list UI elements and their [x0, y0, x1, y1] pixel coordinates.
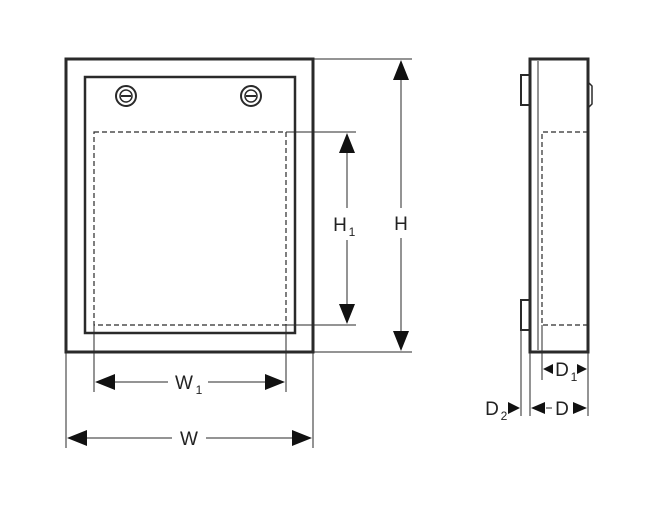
- arrow-up-icon: [339, 133, 355, 153]
- hinge-bottom-icon: [520, 299, 531, 331]
- inner-width-label: W: [175, 373, 193, 394]
- front-door-panel: [83, 75, 297, 335]
- side-inner-opening: [541, 131, 588, 326]
- inner-height-label: H: [333, 215, 347, 236]
- front-outer-frame: [64, 57, 315, 354]
- inner-width-subscript: 1: [196, 383, 203, 397]
- arrow-left-icon: [531, 402, 545, 414]
- height-label: H: [394, 214, 408, 235]
- arrow-down-icon: [393, 331, 409, 351]
- depth-label: D: [555, 399, 569, 420]
- front-inner-opening: [93, 131, 287, 326]
- dimension-width: W: [65, 352, 314, 450]
- door-depth-subscript: 2: [501, 409, 508, 423]
- arrow-right-icon: [265, 374, 285, 390]
- hinge-top-icon: [520, 74, 531, 106]
- arrow-left-icon: [67, 430, 87, 446]
- inner-height-subscript: 1: [349, 225, 356, 239]
- inner-depth-label: D: [555, 360, 569, 381]
- arrow-down-icon: [339, 304, 355, 324]
- door-depth-label: D: [485, 399, 499, 420]
- dimension-inner-width: W 1: [93, 325, 287, 397]
- back-bracket-icon: [587, 81, 593, 109]
- dimension-inner-height: H 1: [286, 131, 356, 326]
- lock-screw-left-icon: [115, 85, 137, 107]
- arrow-left-icon: [543, 364, 553, 374]
- dimension-door-depth: D 2: [485, 330, 522, 423]
- dimension-depth: D: [529, 352, 587, 420]
- side-view: [520, 57, 593, 354]
- arrow-up-icon: [393, 60, 409, 80]
- arrow-right-icon: [508, 402, 520, 414]
- arrow-right-icon: [577, 364, 587, 374]
- dimension-height: H: [313, 58, 412, 353]
- dimension-inner-depth: D 1: [541, 325, 589, 416]
- side-outer-frame: [528, 57, 590, 354]
- arrow-right-icon: [292, 430, 312, 446]
- front-view: [64, 57, 315, 354]
- arrow-left-icon: [95, 374, 115, 390]
- inner-depth-subscript: 1: [571, 370, 578, 384]
- lock-screw-right-icon: [240, 85, 262, 107]
- arrow-right-icon: [573, 402, 587, 414]
- width-label: W: [180, 429, 198, 450]
